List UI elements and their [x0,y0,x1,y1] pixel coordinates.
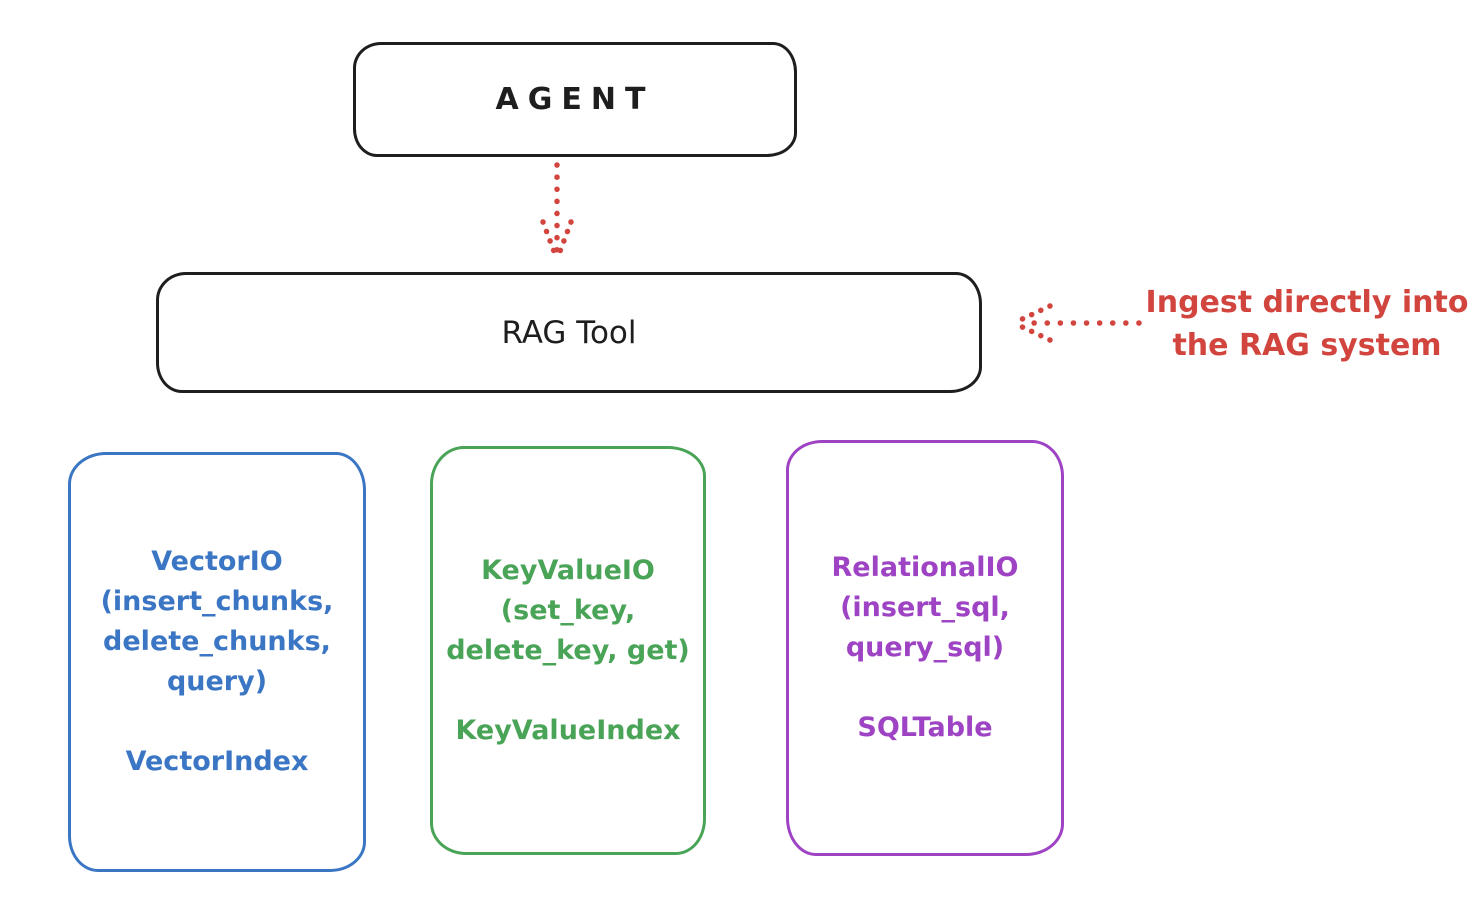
agent-box: AGENT [353,42,797,157]
annotation-line-1: Ingest directly into [1145,285,1469,320]
rag-tool-box-label: RAG Tool [501,314,637,351]
vector-io-line: (insert_chunks, [100,586,334,617]
keyvalue-io-line: delete_key, get) [446,634,690,666]
annotation-line-2: the RAG system [1172,328,1442,363]
sql-table-label: SQLTable [857,712,993,743]
keyvalue-index-label: KeyValueIndex [455,714,681,746]
vector-index-label: VectorIndex [125,746,309,777]
keyvalue-io-box: KeyValueIO (set_key, delete_key, get) Ke… [430,446,706,855]
relational-io-line: (insert_sql, [840,592,1010,623]
vector-io-box: VectorIO (insert_chunks, delete_chunks, … [68,452,366,872]
relational-io-box: RelationalIO (insert_sql, query_sql) SQL… [786,440,1064,856]
rag-tool-box: RAG Tool [156,272,982,393]
agent-box-label: AGENT [495,82,655,117]
keyvalue-io-line: (set_key, [500,594,636,626]
vector-io-line: query) [166,666,268,697]
annotation-text: Ingest directly into the RAG system [1130,281,1484,367]
relational-io-line: query_sql) [845,632,1005,663]
vector-io-line: VectorIO [151,546,283,577]
relational-io-line: RelationalIO [831,552,1019,583]
vector-io-line: delete_chunks, [103,626,331,657]
keyvalue-io-line: KeyValueIO [481,554,655,586]
arrow-down-icon [540,162,574,261]
arrow-left-icon [1015,303,1142,343]
